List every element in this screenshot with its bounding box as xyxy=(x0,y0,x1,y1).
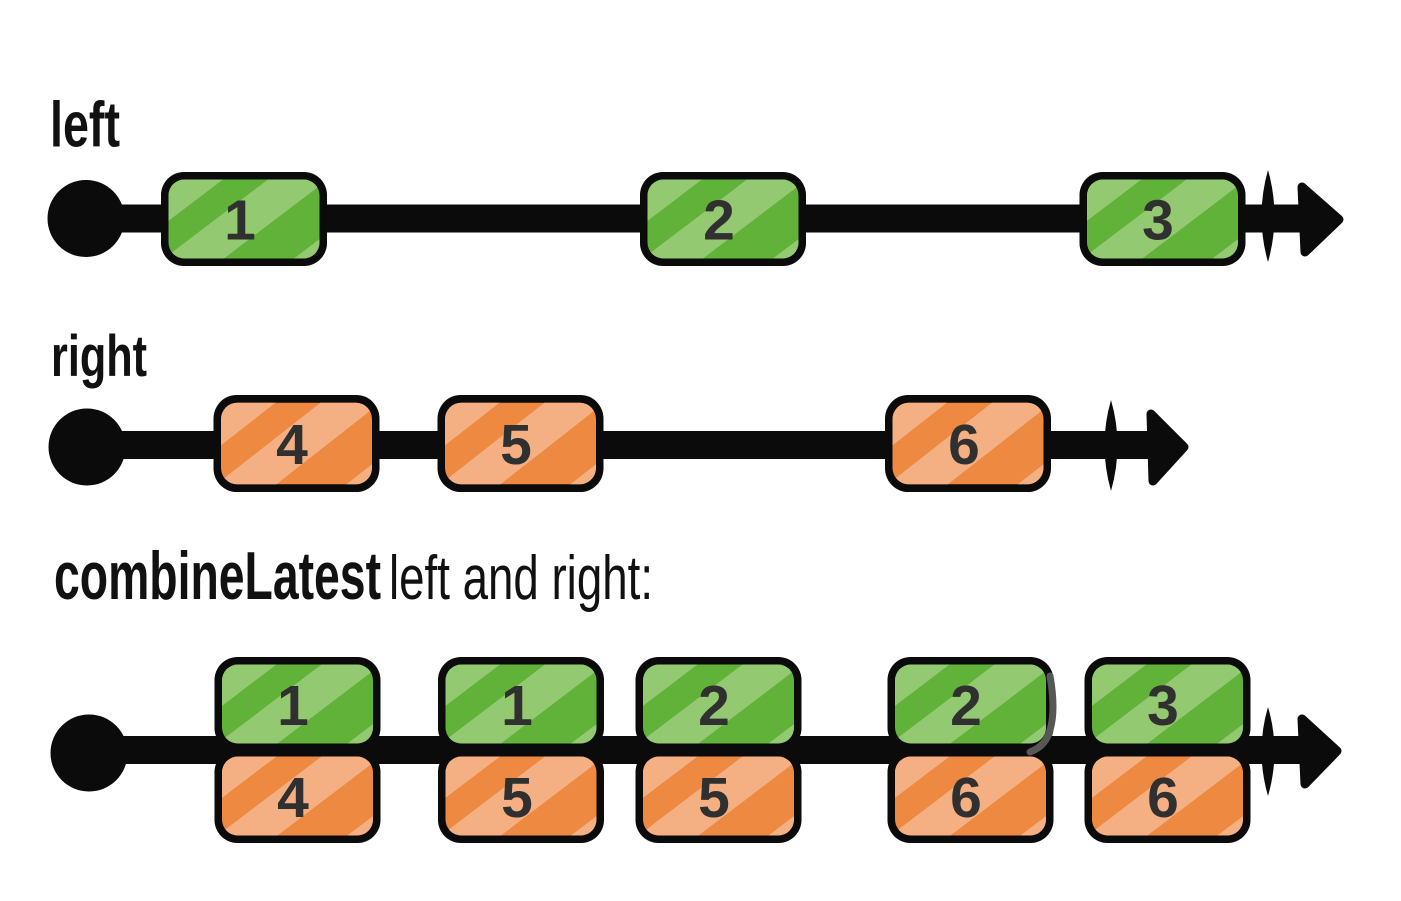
svg-text:left: left xyxy=(50,89,120,161)
svg-text:5: 5 xyxy=(500,413,532,477)
svg-text:6: 6 xyxy=(948,413,980,477)
svg-text:left and right:: left and right: xyxy=(389,544,653,613)
svg-text:1: 1 xyxy=(277,674,309,738)
svg-text:1: 1 xyxy=(224,189,256,253)
svg-text:1: 1 xyxy=(501,674,533,738)
svg-text:3: 3 xyxy=(1147,674,1179,738)
svg-text:combineLatest: combineLatest xyxy=(54,538,381,614)
svg-text:4: 4 xyxy=(277,766,309,830)
svg-text:6: 6 xyxy=(950,766,982,830)
svg-text:5: 5 xyxy=(501,766,533,830)
svg-text:2: 2 xyxy=(950,674,982,738)
svg-text:3: 3 xyxy=(1142,189,1174,253)
svg-text:6: 6 xyxy=(1147,766,1179,830)
svg-text:right: right xyxy=(51,324,147,389)
svg-text:5: 5 xyxy=(698,766,730,830)
svg-text:4: 4 xyxy=(276,413,308,477)
svg-text:2: 2 xyxy=(703,189,735,253)
svg-text:2: 2 xyxy=(698,674,730,738)
